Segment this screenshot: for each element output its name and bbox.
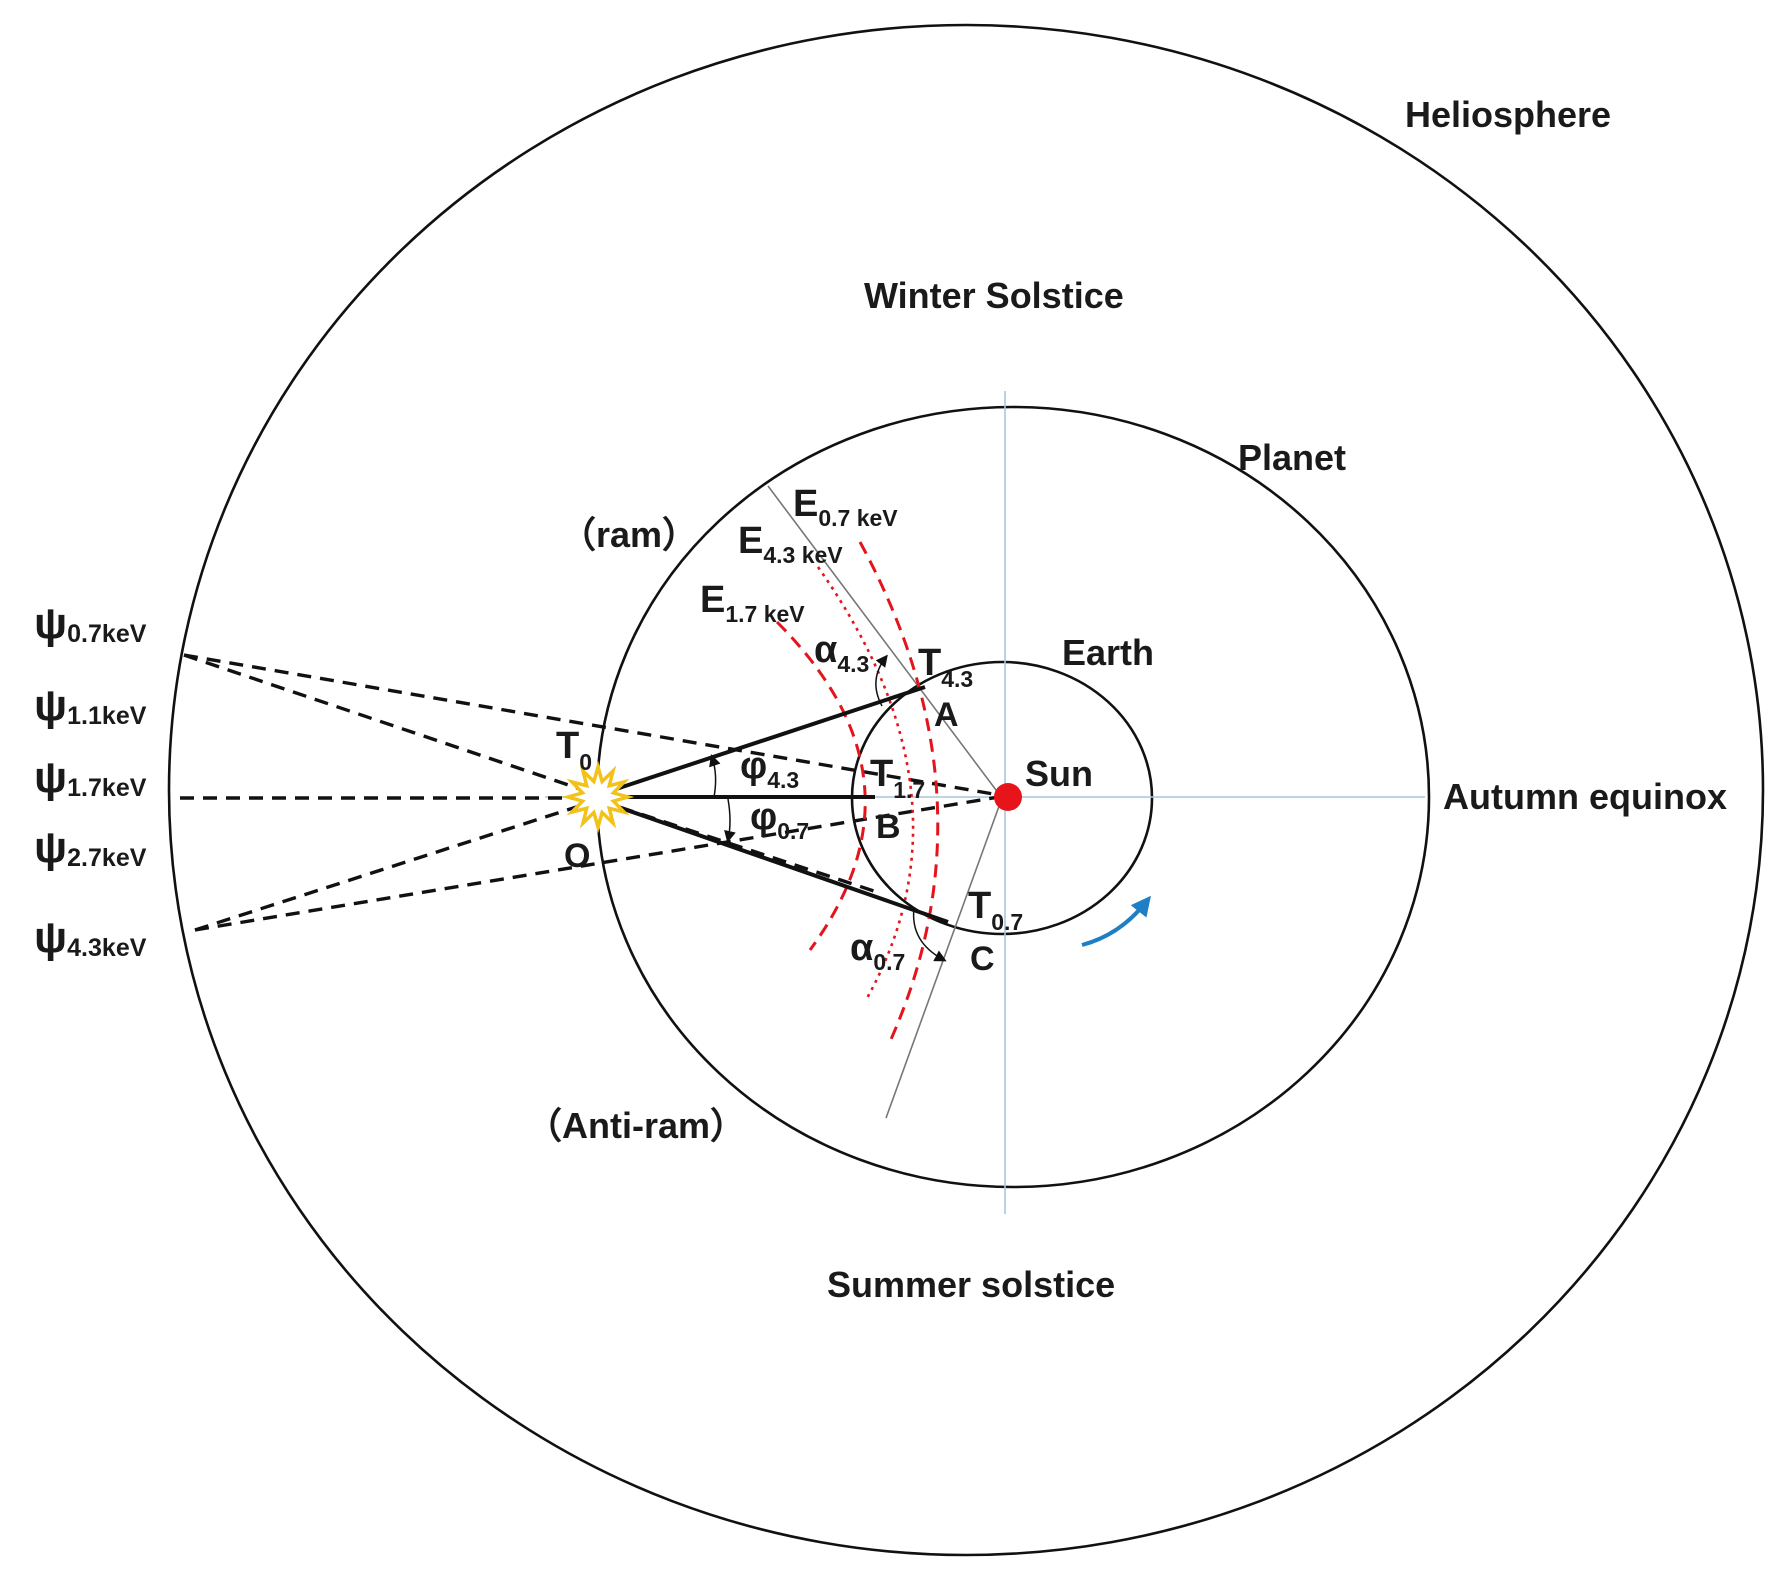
psi-label: ψ2.7keV xyxy=(34,823,147,872)
psi-label: ψ0.7keV xyxy=(34,599,147,648)
psi-line-1.1 xyxy=(183,653,1006,798)
ram-label: （ram） xyxy=(560,514,698,555)
phi-4.3-label: φ4.3 xyxy=(740,745,799,793)
phi-0.7-label: φ0.7 xyxy=(750,796,809,844)
line-o-to-c xyxy=(597,798,949,924)
e1.7-label: E1.7 keV xyxy=(700,579,805,627)
t1.7-label: T1.7 xyxy=(870,753,925,803)
heliosphere-label: Heliosphere xyxy=(1405,94,1611,135)
phi-4.3-arc xyxy=(709,754,721,798)
energy-front-0.7 xyxy=(858,541,940,1047)
summer-solstice-label: Summer solstice xyxy=(827,1264,1115,1305)
psi-line-4.3 xyxy=(194,798,599,932)
earth-label: Earth xyxy=(1062,632,1154,673)
burst-icon xyxy=(561,760,635,834)
point-c-label: C xyxy=(970,940,995,978)
psi-line-0.7 xyxy=(183,653,599,797)
t0-label: T0 xyxy=(556,725,592,775)
t4.3-label: T4.3 xyxy=(918,642,973,692)
alpha-4.3-arc xyxy=(875,654,888,707)
e0.7-label: E0.7 keV xyxy=(793,483,898,531)
t0.7-label: T0.7 xyxy=(968,885,1023,935)
psi-label: ψ1.7keV xyxy=(34,753,147,802)
e4.3-label: E4.3 keV xyxy=(738,520,843,568)
autumn-equinox-label: Autumn equinox xyxy=(1443,776,1727,817)
point-a-label: A xyxy=(934,696,959,734)
winter-solstice-label: Winter Solstice xyxy=(864,275,1124,316)
point-b-label: B xyxy=(876,808,901,846)
sun-label: Sun xyxy=(1025,753,1093,794)
sun-icon xyxy=(994,783,1022,811)
point-o-label: O xyxy=(564,837,590,875)
phi-0.7-arc xyxy=(724,798,736,843)
psi-label: ψ4.3keV xyxy=(34,913,147,962)
anti-ram-label: （Anti-ram） xyxy=(526,1105,746,1146)
alpha-0.7-arc xyxy=(912,907,947,962)
alpha-0.7-label: α0.7 xyxy=(850,927,905,975)
psi-label: ψ1.1keV xyxy=(34,681,147,730)
energy-front-4.3 xyxy=(816,566,915,1001)
heliosphere-boundary xyxy=(167,23,1765,1557)
alpha-4.3-label: α4.3 xyxy=(814,629,869,677)
planet-label: Planet xyxy=(1238,437,1346,478)
line-o-to-a xyxy=(597,685,926,797)
rotation-arrow-icon xyxy=(1081,895,1151,947)
